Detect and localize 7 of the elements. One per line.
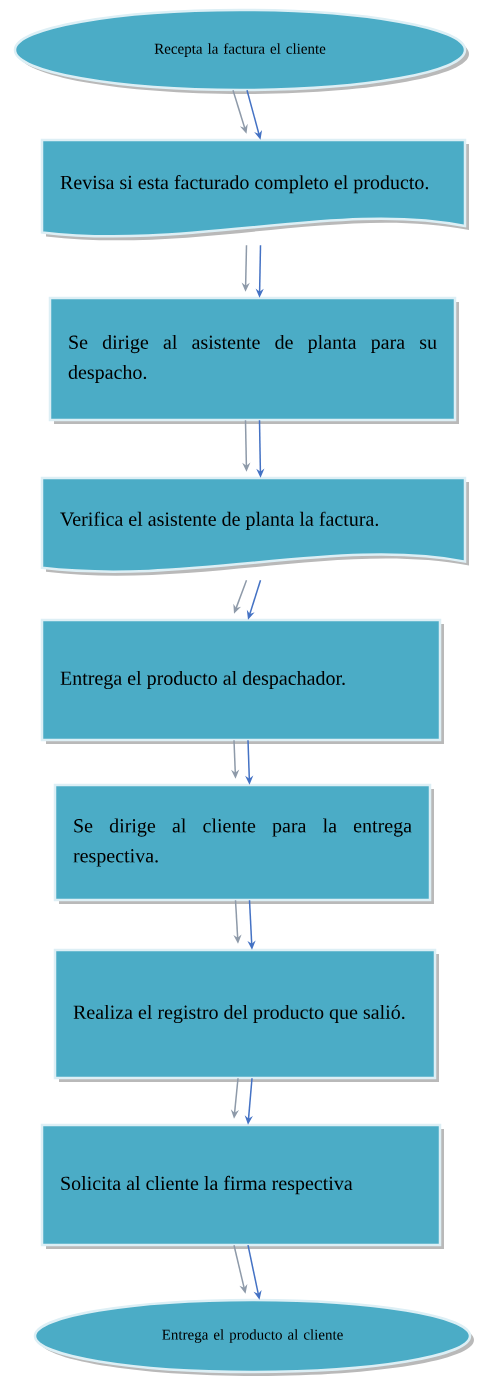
process-box: Se dirige al asistente de planta para su despacho. <box>48 296 459 424</box>
process-box: Entrega el producto al despachador. <box>40 618 444 744</box>
terminal-oval: Recepta la factura el cliente <box>13 8 469 94</box>
process-box: Realiza el registro del producto que salió. <box>53 948 439 1082</box>
process-box: Se dirige al cliente para la entrega respectiva. <box>53 783 434 904</box>
process-box: Solicita al cliente la firma respectiva <box>40 1123 444 1249</box>
terminal-oval: Entrega el producto al cliente <box>33 1298 474 1376</box>
